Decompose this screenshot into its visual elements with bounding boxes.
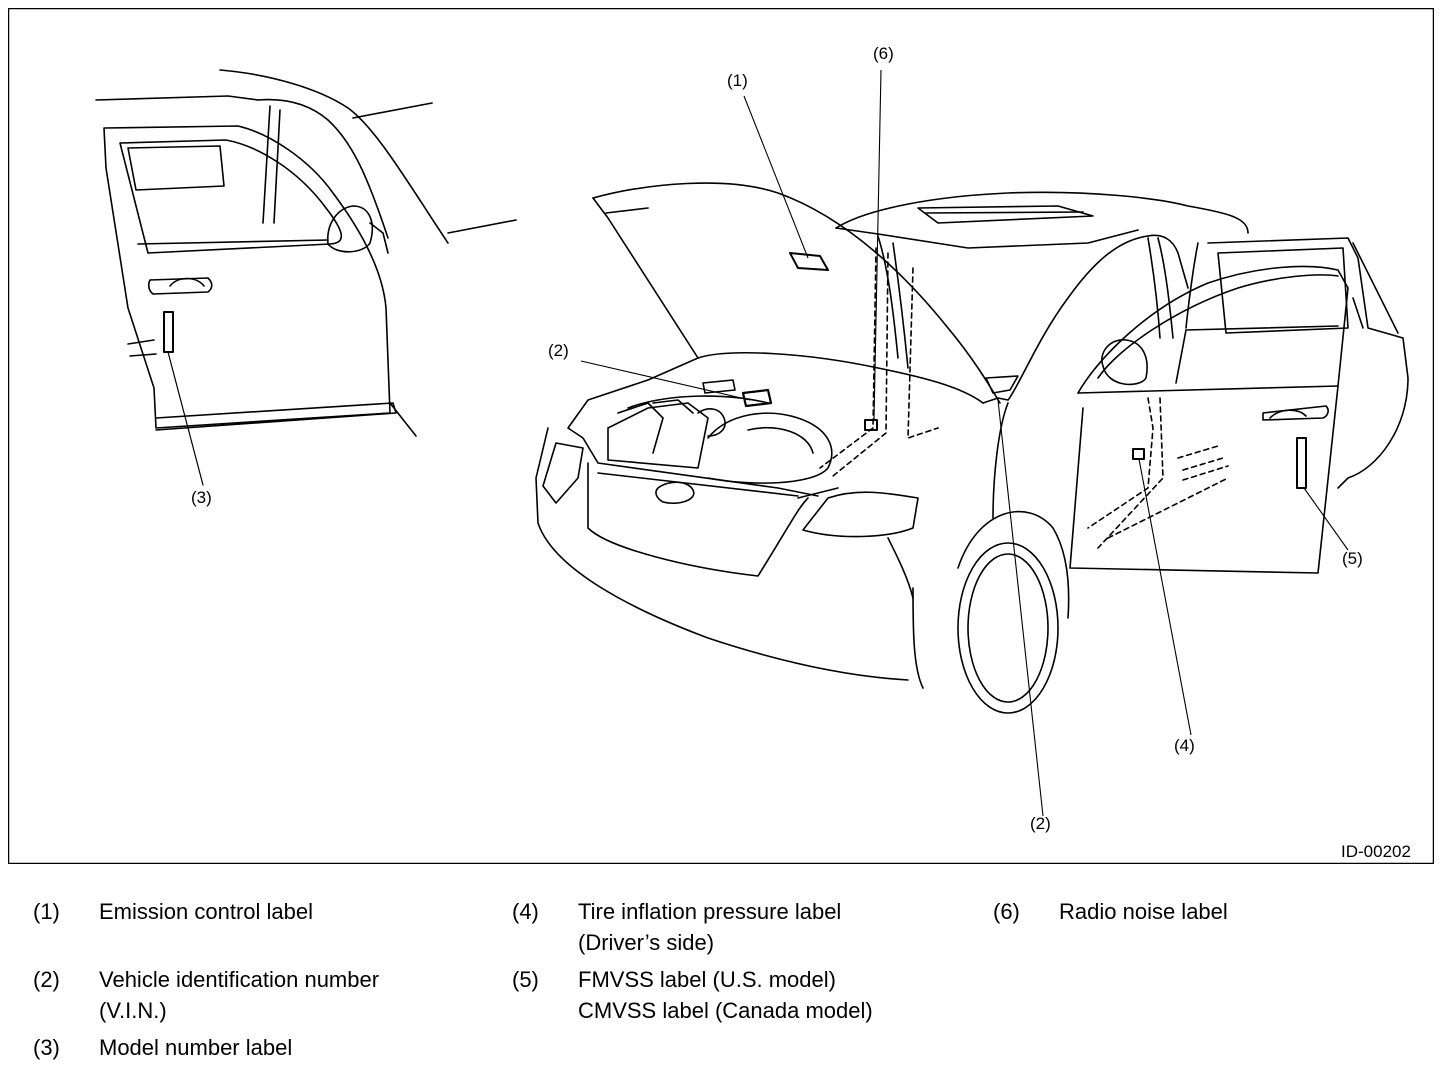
legend-text: Emission control label (99, 899, 313, 924)
car-view (535, 182, 1409, 714)
callout-1: (1) (727, 71, 748, 90)
legend-text: Radio noise label (1059, 899, 1228, 924)
legend-number: (1) (33, 899, 60, 924)
leader-lines (580, 69, 1349, 817)
legend: (1) Emission control label (2) Vehicle i… (0, 890, 1456, 1068)
legend-text: (V.I.N.) (99, 998, 167, 1023)
legend-number: (6) (993, 899, 1020, 924)
legend-text: Tire inflation pressure label (578, 899, 842, 924)
callout-4: (4) (1174, 736, 1195, 755)
callout-2-windshield: (2) (1030, 814, 1051, 833)
legend-text: Vehicle identification number (99, 967, 380, 992)
diagram-frame: (1) (6) (2) (2) (3) (4) (5) ID-00202 (8, 8, 1434, 864)
callout-6: (6) (873, 44, 894, 63)
callout-2-engine: (2) (548, 341, 569, 360)
legend-text: FMVSS label (U.S. model) (578, 967, 836, 992)
callout-5: (5) (1342, 549, 1363, 568)
car-label-locations-illustration (8, 8, 1434, 864)
legend-text: (Driver’s side) (578, 930, 715, 955)
figure-id: ID-00202 (1341, 842, 1411, 861)
callout-3: (3) (191, 488, 212, 507)
legend-text: CMVSS label (Canada model) (578, 998, 873, 1023)
legend-number: (4) (512, 899, 539, 924)
legend-number: (3) (33, 1035, 60, 1060)
legend-number: (5) (512, 967, 539, 992)
legend-text: Model number label (99, 1035, 293, 1060)
legend-number: (2) (33, 967, 60, 992)
left-door-view (95, 69, 517, 486)
